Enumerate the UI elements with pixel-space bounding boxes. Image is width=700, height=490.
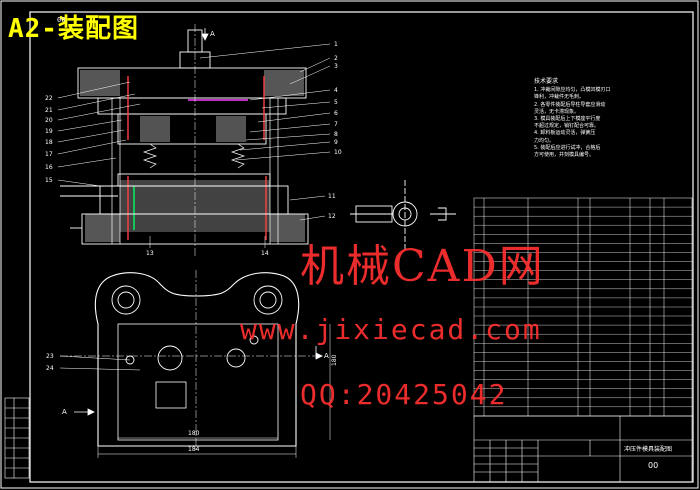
section-label-plan: A <box>62 408 67 416</box>
notes-line: 5. 装配后应进行试冲，合格后 <box>534 144 601 151</box>
balloon-labels-lower: 11 12 13 14 <box>146 193 336 257</box>
section-arrow-top <box>201 28 209 41</box>
hatched-sections <box>80 70 305 242</box>
svg-text:17: 17 <box>45 151 53 158</box>
notes-line: 2. 各零件装配后导柱导套应滑动 <box>534 101 606 108</box>
technical-requirements: 技术要求 1. 冲裁间隙应均匀，凸模凹模刃口 锋利，冲裁件无毛刺。 2. 各零件… <box>534 78 610 159</box>
watermark-line-1: 机械CAD网 <box>300 241 545 292</box>
svg-text:18: 18 <box>45 139 53 146</box>
notes-line: 方可使用，并刻模具编号。 <box>534 152 595 159</box>
part-detail-view <box>350 180 456 252</box>
section-label-plan-right: A <box>324 352 329 360</box>
section-label-top: A <box>210 30 215 38</box>
revision-column <box>4 397 30 479</box>
svg-text:12: 12 <box>328 213 336 220</box>
svg-text:19: 19 <box>45 128 53 135</box>
front-section-view: A 22 21 20 19 18 17 16 15 <box>45 24 342 257</box>
watermark-line-2: www.jixiecad.com <box>240 313 542 346</box>
svg-text:22: 22 <box>45 95 53 102</box>
parts-list-rows <box>474 206 692 407</box>
plan-balloon-labels: 23 24 <box>46 353 54 372</box>
dim-inner-width: 180 <box>188 430 200 437</box>
drawing-code-top: 00 <box>57 16 66 24</box>
svg-text:16: 16 <box>45 164 53 171</box>
dim-outer-width: 184 <box>188 446 200 453</box>
svg-text:20: 20 <box>45 117 53 124</box>
dim-height: 180 <box>331 354 338 366</box>
svg-text:24: 24 <box>46 365 54 372</box>
svg-text:13: 13 <box>146 250 154 257</box>
svg-text:21: 21 <box>45 107 53 114</box>
drawing-title: A2-装配图 <box>8 14 139 44</box>
svg-text:9: 9 <box>334 139 338 146</box>
plan-leader-lines <box>59 355 141 371</box>
plan-view: 23 24 A A 180 184 180 <box>46 270 338 458</box>
svg-text:14: 14 <box>261 250 269 257</box>
title-block <box>473 415 693 483</box>
svg-text:11: 11 <box>328 193 336 200</box>
svg-text:23: 23 <box>46 353 54 360</box>
watermark-line-3: QQ:20425042 <box>300 378 508 411</box>
balloon-labels-left: 22 21 20 19 18 17 16 15 <box>45 95 53 184</box>
svg-text:2: 2 <box>334 55 338 62</box>
notes-line: 1. 冲裁间隙应均匀，凸模凹模刃口 <box>534 87 611 94</box>
notes-line: 力均匀。 <box>534 137 555 144</box>
svg-text:1: 1 <box>334 41 338 48</box>
notes-line: 4. 卸料板运动灵活，弹簧压 <box>534 130 596 137</box>
svg-text:4: 4 <box>334 87 338 94</box>
plan-dimensions <box>97 324 331 458</box>
notes-line: 不超过规定，销钉配合可靠。 <box>534 123 600 130</box>
guide-posts <box>111 98 279 244</box>
svg-text:3: 3 <box>334 63 338 70</box>
title-block-name: 冲压件模具装配图 <box>624 446 673 453</box>
leader-lines-left <box>57 81 141 187</box>
notes-heading: 技术要求 <box>534 78 559 85</box>
svg-text:5: 5 <box>334 99 338 106</box>
svg-text:10: 10 <box>334 149 342 156</box>
notes-line: 3. 模具装配后上下模座平行度 <box>534 116 601 123</box>
leader-lines-lower <box>149 195 326 248</box>
svg-text:7: 7 <box>334 121 338 128</box>
drawing-frame <box>29 11 694 483</box>
section-arrow-plan <box>74 346 323 416</box>
notes-line: 灵活，无卡滞现象。 <box>534 108 580 115</box>
svg-text:6: 6 <box>334 110 338 117</box>
balloon-labels-right: 1 2 3 4 5 6 7 8 9 10 <box>334 41 342 156</box>
svg-text:8: 8 <box>334 131 338 138</box>
guide-post-holes <box>111 285 283 371</box>
leader-lines-right <box>199 43 331 161</box>
notes-line: 锋利，冲裁件无毛刺。 <box>534 94 585 101</box>
svg-text:15: 15 <box>45 177 53 184</box>
title-block-code: 00 <box>648 461 659 470</box>
